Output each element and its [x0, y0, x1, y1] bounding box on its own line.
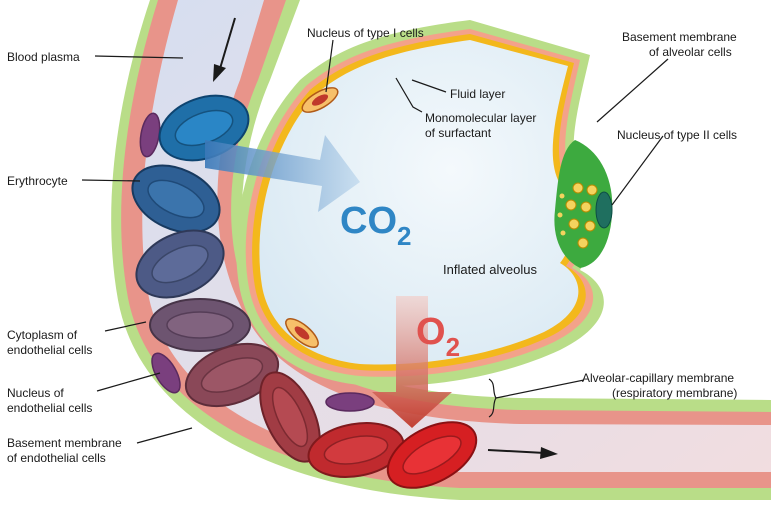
label-cytoplasm: Cytoplasm of [7, 328, 78, 342]
flow-in-arrowhead [213, 64, 226, 82]
o2-arrow [372, 296, 452, 428]
erythrocyte [307, 422, 405, 478]
endothelial-nuclei [139, 112, 375, 412]
type1-nucleus-core [311, 94, 329, 106]
erythrocyte [386, 421, 478, 489]
gas-arrows [205, 135, 452, 428]
label-endothelial-basement-2: of endothelial cells [7, 451, 106, 465]
type2-cell [554, 140, 613, 268]
o2-label: O2 [416, 311, 460, 362]
label-endothelial-basement: Basement membrane [7, 436, 122, 450]
type1-nucleus-core [294, 326, 310, 340]
label-blood-plasma: Blood plasma [7, 50, 80, 64]
label-type2-nucleus: Nucleus of type II cells [617, 128, 737, 142]
label-respiratory-membrane: Alveolar-capillary membrane [582, 371, 734, 385]
erythrocyte [135, 229, 225, 299]
erythrocyte [184, 342, 280, 408]
label-endothelial-nucleus-2: endothelial cells [7, 401, 92, 415]
label-erythrocyte: Erythrocyte [7, 174, 68, 188]
lamellar-body [557, 212, 563, 218]
co2-arrow [205, 135, 360, 212]
flow-out-arrowhead [540, 447, 558, 459]
lamellar-body [577, 237, 589, 249]
lamellar-body [560, 230, 566, 236]
endothelial-nucleus [325, 392, 375, 412]
label-alveolar-basement-2: of alveolar cells [649, 45, 732, 59]
label-endothelial-nucleus: Nucleus of [7, 386, 64, 400]
type2-nucleus [595, 191, 613, 229]
erythrocyte [149, 298, 251, 352]
alveolus [236, 20, 604, 387]
lamellar-body [580, 201, 592, 213]
label-surfactant: Monomolecular layer [425, 111, 536, 125]
label-surfactant-2: of surfactant [425, 126, 492, 140]
lamellar-body [568, 218, 580, 230]
alveolar-space [259, 40, 579, 365]
lamellar-body [584, 220, 596, 232]
leader-lines [81, 39, 669, 444]
label-alveolar-basement: Basement membrane [622, 30, 737, 44]
blood-plasma-lumen [142, 0, 771, 472]
type1-nuclei [285, 87, 339, 348]
co2-label: CO2 [340, 200, 411, 251]
lamellar-body [565, 199, 577, 211]
labels: Blood plasma Erythrocyte Cytoplasm of en… [7, 26, 737, 465]
endothelial-nucleus [151, 352, 181, 394]
label-respiratory-membrane-2: (respiratory membrane) [612, 386, 737, 400]
erythrocyte [131, 164, 221, 234]
label-fluid-layer: Fluid layer [450, 87, 505, 101]
lamellar-body [559, 193, 565, 199]
label-cytoplasm-2: endothelial cells [7, 343, 92, 357]
flow-out-arrow [487, 449, 546, 454]
label-type1-nucleus: Nucleus of type I cells [307, 26, 424, 40]
flow-arrows [213, 17, 558, 459]
lamellar-body [586, 184, 598, 196]
inflated-alveolus-label: Inflated alveolus [443, 262, 537, 277]
flow-in-arrow [218, 17, 236, 73]
lamellar-body [572, 182, 584, 194]
